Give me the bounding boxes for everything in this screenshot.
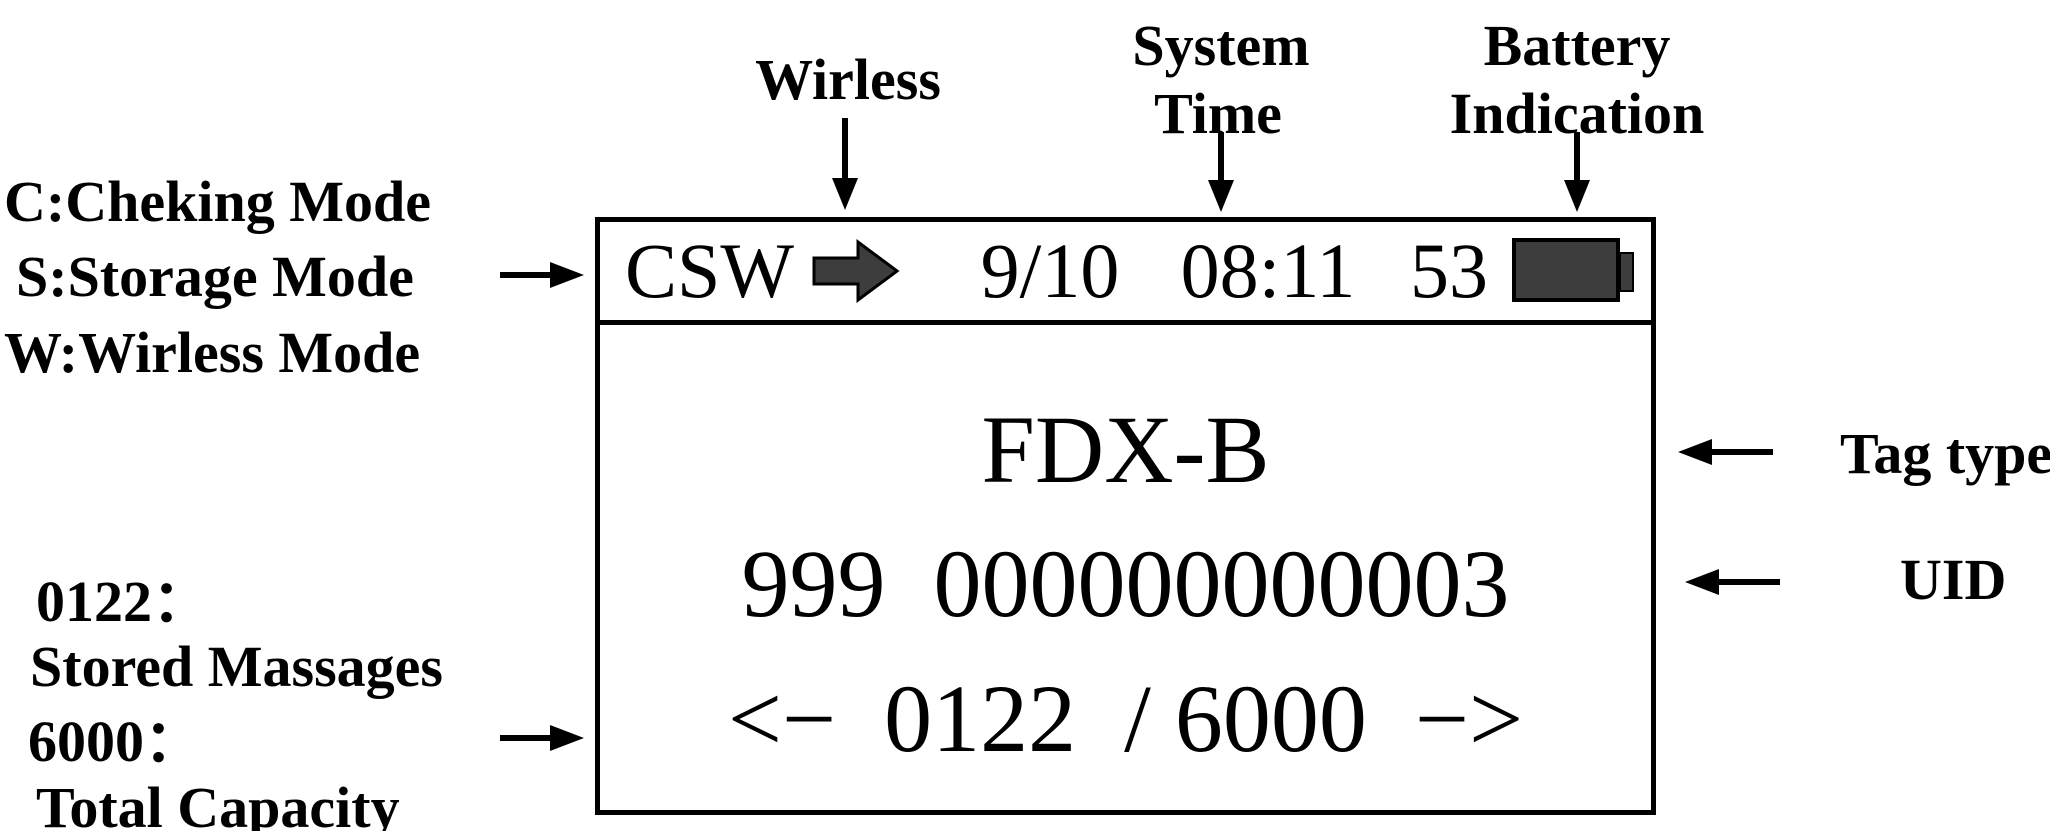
mode-legend-checking: C:Cheking Mode (4, 169, 431, 234)
wireless-callout-label: Wirless (755, 47, 941, 112)
stored-count-value: 0122： (36, 569, 211, 634)
uid-callout-label: UID (1900, 547, 2007, 612)
tag-type-value: FDX-B (981, 396, 1270, 503)
uid-left-arrow-icon (1685, 566, 1780, 598)
right-block-arrow-icon (812, 239, 900, 303)
system-time-down-arrow-icon (1201, 132, 1241, 212)
battery-percent: 53 (1410, 227, 1488, 314)
status-bar: CSW 9/10 08:11 53 (600, 222, 1651, 325)
tag-type-left-arrow-icon (1678, 436, 1773, 468)
wireless-down-arrow-icon (825, 118, 865, 210)
capacity-value: 6000： (28, 709, 203, 774)
mode-legend-wireless: W:Wirless Mode (4, 320, 421, 385)
mode-legend-storage: S:Storage Mode (16, 244, 414, 309)
messages-right-arrow-icon (500, 722, 584, 754)
battery-level-icon (1512, 238, 1636, 304)
mode-legend-right-arrow-icon (500, 259, 584, 291)
uid-value: 999 000000000003 (741, 530, 1510, 637)
tag-type-callout-label: Tag type (1840, 421, 2050, 486)
mode-flags: CSW (625, 227, 795, 314)
battery-down-arrow-icon (1557, 132, 1597, 212)
status-time: 08:11 (1180, 227, 1356, 314)
stored-count-label: Stored Massages (30, 634, 443, 699)
battery-callout-line1: Battery (1483, 13, 1671, 78)
status-date: 9/10 (980, 227, 1120, 314)
stored-counter-value: <− 0122 / 6000 −> (727, 665, 1524, 772)
lcd-screen: CSW 9/10 08:11 53 FDX-B 999 000000000003… (595, 217, 1656, 815)
system-time-callout-line1: System (1132, 13, 1310, 78)
capacity-label: Total Capacity (36, 775, 400, 831)
